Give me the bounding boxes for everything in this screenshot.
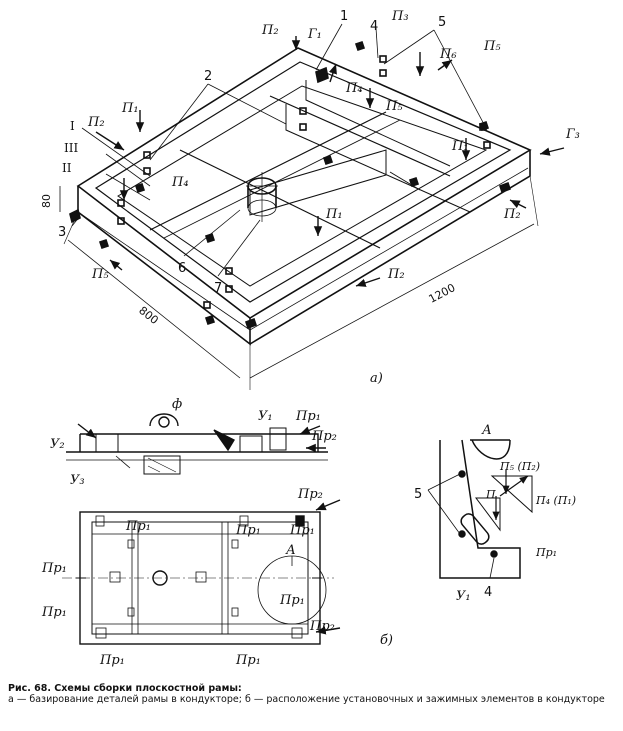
- detail-a-leaders: [427, 473, 495, 579]
- label-g3: Г₃: [565, 127, 580, 142]
- label-roman-ii: II: [62, 161, 72, 175]
- item-number-2: 2: [204, 69, 212, 84]
- label-p5-bottom-left: П₅: [91, 267, 109, 282]
- label-p1-right: П₁: [451, 139, 469, 154]
- item-number-5-detail: 5: [414, 487, 422, 502]
- caption-title: Рис. 68. Схемы сборки плоскостной рамы:: [8, 683, 242, 694]
- label-pr1-plan-top-right: Пр₁: [235, 523, 261, 538]
- caption-body: а — базирование деталей рамы в кондуктор…: [8, 694, 605, 705]
- leader-lines-a: [71, 23, 487, 277]
- item-number-4-top: 4: [370, 19, 378, 34]
- label-p4-left: П₄: [171, 175, 189, 190]
- figure-label-a: а): [370, 371, 383, 386]
- figure-caption: Рис. 68. Схемы сборки плоскостной рамы: …: [8, 683, 618, 705]
- force-arrows-a: [95, 36, 565, 287]
- label-y1: У₁: [258, 409, 273, 424]
- label-pr1-plan-top-left: Пр₁: [125, 519, 151, 534]
- label-y3: У₃: [70, 473, 85, 488]
- label-p3: П₃: [391, 9, 409, 24]
- label-pr1-plan-left: Пр₁: [41, 561, 67, 576]
- figure-label-b: б): [380, 633, 393, 648]
- item-number-6: 6: [178, 261, 186, 276]
- detail-a-arrows: [492, 470, 529, 520]
- label-g1: Г₁: [307, 27, 322, 42]
- label-roman-iii: III: [64, 141, 78, 155]
- dimension-1200: 1200: [427, 281, 458, 306]
- label-a-detail: А: [481, 423, 492, 438]
- detail-a: [439, 439, 533, 579]
- item-number-3: 3: [58, 225, 66, 240]
- label-pr1-top: Пр₁: [295, 409, 321, 424]
- label-p5-p2: П₅ (П₂): [499, 460, 540, 473]
- label-y2: У₂: [50, 437, 65, 452]
- item-number-4-detail: 4: [484, 585, 492, 600]
- label-pr1-plan-circle: Пр₁: [279, 593, 305, 608]
- label-p-detail: П: [485, 488, 496, 501]
- frame-plan: [62, 511, 334, 645]
- label-p4-upper: П₄: [345, 81, 363, 96]
- label-y1-detail: У₁: [456, 589, 471, 604]
- label-pr2-plan-top: Пр₂: [297, 487, 323, 502]
- force-arrows-plan: [315, 499, 341, 635]
- label-pr2-plan-bottom: Пр₂: [309, 619, 335, 634]
- item-number-1: 1: [340, 9, 348, 24]
- label-pr1-plan-bottom-right: Пр₁: [235, 653, 261, 668]
- label-p5-middle: П₅: [385, 99, 403, 114]
- force-arrows-elevation: [77, 423, 326, 453]
- label-pr1-plan-bottom-left: Пр₁: [99, 653, 125, 668]
- label-p5-top-right: П₅: [483, 39, 501, 54]
- label-pr2-top: Пр₂: [311, 429, 337, 444]
- label-roman-i: I: [70, 119, 75, 133]
- label-p6: П₆: [439, 47, 457, 62]
- dimension-80: 80: [40, 194, 53, 208]
- label-p2-top-left: П₂: [261, 23, 279, 38]
- item-number-7: 7: [214, 281, 222, 296]
- item-number-5-top: 5: [438, 15, 446, 30]
- label-p2-right: П₂: [503, 207, 521, 222]
- frame-isometric: [59, 40, 539, 390]
- label-p1-center: П₁: [325, 207, 343, 222]
- label-p1-left: П₁: [121, 101, 139, 116]
- label-a-plan: А: [285, 543, 296, 558]
- frame-elevation: [66, 413, 328, 475]
- label-p4-p1: П₄ (П₁): [535, 494, 576, 507]
- label-p2-bottom: П₂: [387, 267, 405, 282]
- label-pr1-plan-right-top: Пр₁: [289, 523, 315, 538]
- label-phi: ф: [172, 397, 182, 412]
- label-pr1-detail: Пр₁: [535, 546, 557, 559]
- dimension-800: 800: [136, 304, 161, 327]
- label-p2-left: П₂: [87, 115, 105, 130]
- label-pr1-plan-left-bottom: Пр₁: [41, 605, 67, 620]
